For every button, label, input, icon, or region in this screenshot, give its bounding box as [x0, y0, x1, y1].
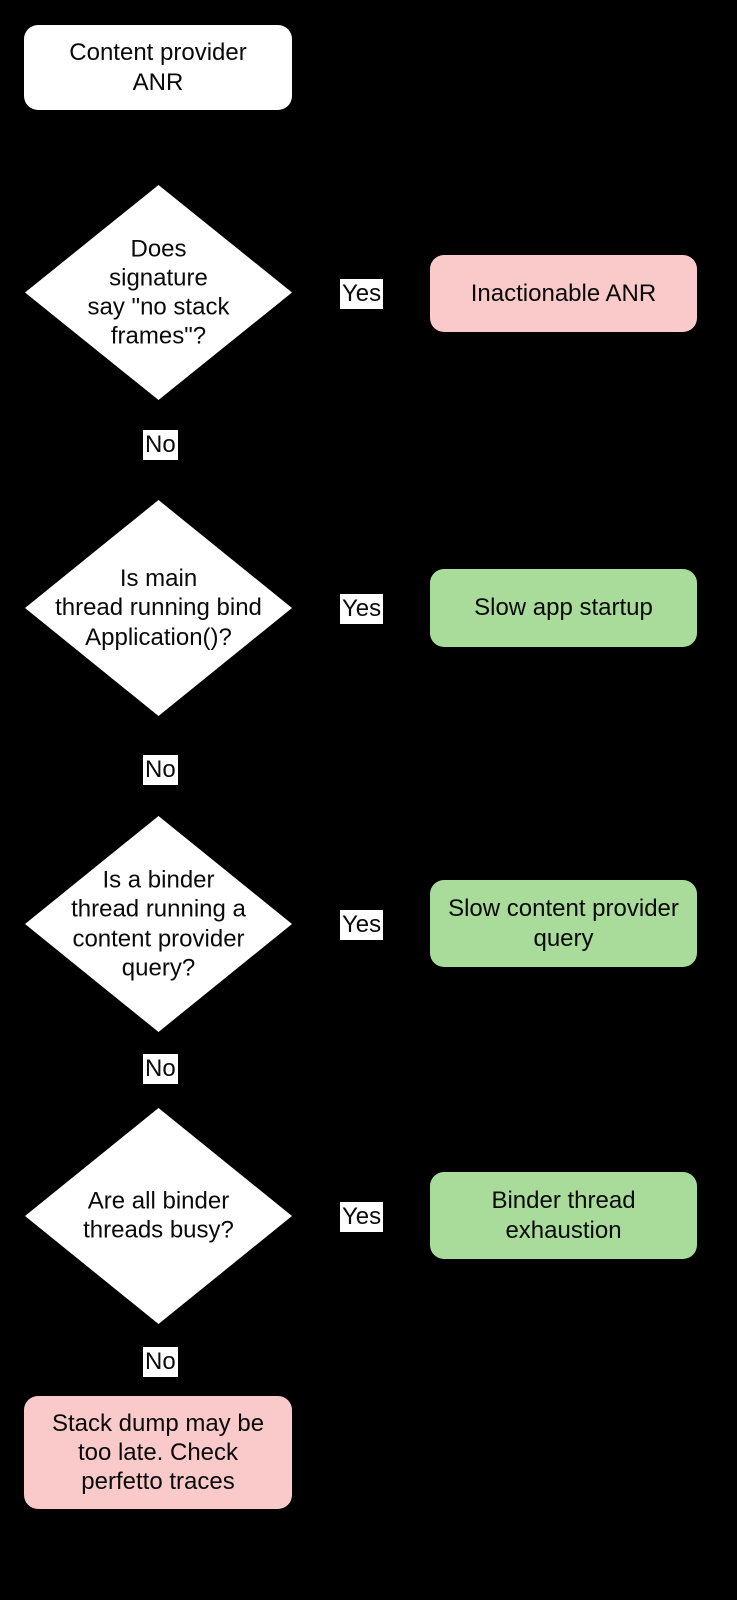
node-outcome-slow-content-provider-query[interactable]: Slow content provider query: [430, 880, 697, 967]
node-outcome-2-label: Slow app startup: [474, 594, 653, 622]
node-start-content-provider-anr[interactable]: Content provider ANR: [24, 25, 292, 110]
edge-label-yes-3: Yes: [340, 910, 384, 941]
edge-label-no-1: No: [143, 430, 178, 461]
edge-label-no-3: No: [143, 1054, 178, 1085]
node-outcome-5-label: Stack dump may be too late. Check perfet…: [51, 1409, 265, 1496]
connector-start-to-d1: [157, 110, 159, 185]
node-outcome-binder-thread-exhaustion[interactable]: Binder thread exhaustion: [430, 1172, 697, 1259]
connector-arrow-start-to-d1: [151, 176, 165, 185]
decision-binder-thread-content-provider-query[interactable]: Is a binder thread running a content pro…: [25, 816, 292, 1032]
edge-label-yes-4: Yes: [340, 1202, 384, 1233]
node-outcome-1-label: Inactionable ANR: [470, 279, 657, 307]
connector-arrow-d3-yes: [421, 917, 430, 931]
diamond-shape: [25, 1108, 292, 1324]
edge-label-yes-2: Yes: [340, 594, 384, 625]
edge-label-no-4: No: [143, 1347, 178, 1378]
edge-label-yes-1: Yes: [340, 279, 384, 310]
connector-arrow-d1-yes: [421, 286, 430, 300]
decision-all-binder-threads-busy[interactable]: Are all binder threads busy?: [25, 1108, 292, 1324]
connector-arrow-d2-yes: [421, 601, 430, 615]
node-start-label: Content provider ANR: [69, 39, 247, 96]
connector-arrow-d4-yes: [421, 1209, 430, 1223]
connector-arrow-d1-no: [151, 476, 165, 485]
diamond-shape: [25, 816, 292, 1032]
decision-signature-no-stack-frames[interactable]: Does signature say "no stack frames"?: [25, 185, 292, 400]
node-outcome-4-label: Binder thread exhaustion: [491, 1187, 636, 1244]
node-outcome-3-label: Slow content provider query: [448, 895, 679, 952]
node-outcome-inactionable-anr[interactable]: Inactionable ANR: [430, 255, 697, 332]
connector-arrow-d2-no: [151, 792, 165, 801]
diamond-shape: [25, 185, 292, 400]
edge-label-no-2: No: [143, 755, 178, 786]
decision-main-thread-bind-application[interactable]: Is main thread running bind Application(…: [25, 500, 292, 716]
diamond-shape: [25, 500, 292, 716]
node-outcome-slow-app-startup[interactable]: Slow app startup: [430, 569, 697, 647]
node-outcome-stack-dump-too-late[interactable]: Stack dump may be too late. Check perfet…: [24, 1396, 292, 1509]
